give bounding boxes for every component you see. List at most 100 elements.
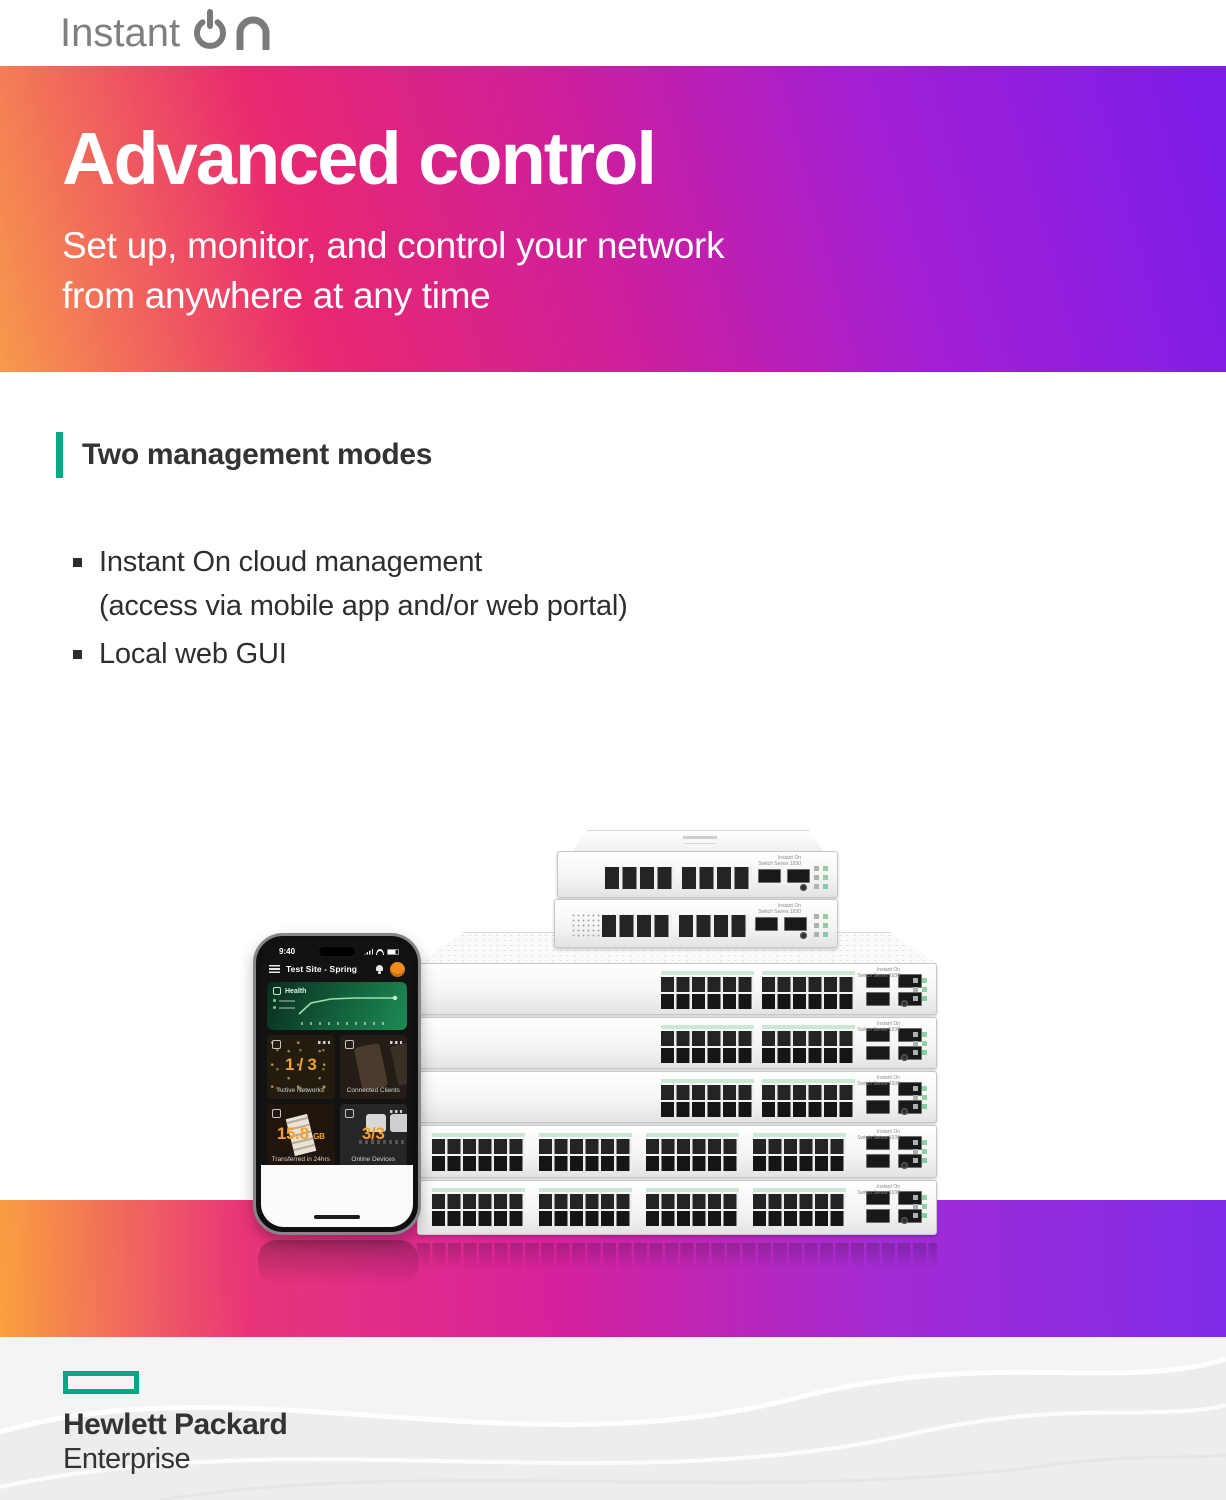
power-led-icon	[901, 1108, 908, 1115]
menu-icon[interactable]	[269, 965, 280, 973]
tile-caption: Online Devices	[351, 1156, 396, 1163]
health-card-header: Health	[273, 987, 401, 995]
health-metric-row	[273, 1006, 401, 1009]
home-indicator[interactable]	[314, 1215, 360, 1219]
instant-on-logo: Instant	[60, 6, 274, 60]
port-group	[753, 1188, 846, 1226]
port-group	[661, 1079, 754, 1117]
sfp-port	[866, 1046, 890, 1060]
bullet2-text: Local web GUI	[99, 638, 287, 670]
sfp-port	[866, 1191, 890, 1205]
bullet-square-icon	[73, 558, 82, 567]
metric-bar	[279, 1006, 295, 1009]
port-group	[646, 1133, 739, 1171]
sfp-port	[898, 1154, 922, 1168]
hpe-green-rectangle-icon	[63, 1371, 139, 1394]
features-list: Instant On cloud management (access via …	[73, 540, 1226, 676]
devices-switch-photo	[356, 1138, 407, 1146]
status-dot-icon	[273, 1006, 276, 1009]
switch-top-face	[572, 830, 824, 852]
health-chart	[298, 995, 398, 1015]
bottom-gradient-band	[0, 1200, 1226, 1337]
transfer-photo	[281, 1109, 321, 1161]
features-section: Two management modes Instant On cloud ma…	[0, 432, 1226, 680]
tile-caption: Transferred in 24hrs	[271, 1156, 330, 1163]
port-group	[762, 1079, 855, 1117]
power-led-icon	[901, 1162, 908, 1169]
status-led-icons	[823, 866, 828, 871]
sfp-port	[866, 1028, 890, 1042]
bullet-square-icon	[73, 650, 82, 659]
port-group	[682, 866, 752, 890]
features-heading: Two management modes	[82, 438, 433, 471]
status-led-icons	[922, 978, 927, 983]
instant-on-power-icon	[194, 9, 270, 50]
list-item: Local web GUI	[73, 632, 1226, 676]
port-group	[646, 1188, 739, 1226]
status-icons	[364, 948, 399, 955]
tile-transferred[interactable]: 15.8 GB Transferred in 24hrs	[267, 1104, 335, 1168]
sfp-port	[898, 1136, 922, 1150]
features-heading-row: Two management modes	[56, 432, 1226, 478]
devices-icon	[344, 1109, 354, 1118]
transfer-icon	[272, 1109, 281, 1118]
sfp-port	[898, 974, 922, 988]
power-led-icon	[800, 932, 807, 939]
hpe-logo: Hewlett Packard Enterprise	[63, 1371, 288, 1476]
sfp-port	[866, 974, 890, 988]
health-icon	[273, 987, 281, 995]
sfp-port	[758, 869, 781, 883]
tile-caption: Connected Clients	[346, 1087, 400, 1094]
footer: Hewlett Packard Enterprise	[0, 1337, 1226, 1500]
sfp-port	[898, 992, 922, 1006]
banner-subtitle-line1: Set up, monitor, and control your networ…	[62, 225, 725, 266]
port-group	[762, 1025, 855, 1063]
banner-title: Advanced control	[62, 117, 657, 200]
status-led-icons	[922, 1086, 927, 1091]
status-led-icons	[922, 1032, 927, 1037]
port-group	[539, 1133, 632, 1171]
health-metric-row	[273, 999, 401, 1002]
switch-top-print	[682, 836, 717, 839]
notifications-bell-icon[interactable]	[375, 964, 384, 974]
health-card[interactable]: Health	[267, 982, 407, 1030]
tile-active-networks[interactable]: 1 / 3 Active Networks	[267, 1035, 335, 1099]
status-led-icons	[922, 1140, 927, 1145]
avatar[interactable]	[390, 961, 405, 977]
switch-reflection	[417, 1243, 937, 1269]
sfp-port	[898, 1082, 922, 1096]
tile-online-devices[interactable]: 3/3 Online Devices	[339, 1104, 407, 1168]
tile-value: 15.8 GB	[276, 1124, 325, 1143]
devices-photo	[365, 1114, 386, 1132]
power-led-icon	[800, 884, 807, 891]
sfp-port	[866, 1100, 890, 1114]
tile-connected-clients[interactable]: Connected Clients	[339, 1035, 407, 1099]
status-led-icons	[823, 914, 828, 919]
phone-screen: 9:40 Test Site - Spring	[261, 941, 413, 1227]
wave-pattern	[0, 1337, 1226, 1500]
dashboard-tiles: 1 / 3 Active Networks Connected Clients	[267, 1035, 407, 1168]
tile-indicator-dots	[390, 1110, 402, 1113]
sfp-port	[787, 869, 810, 883]
port-group	[605, 866, 675, 890]
sfp-port	[784, 917, 807, 931]
port-group	[661, 1025, 754, 1063]
sfp-port	[755, 917, 778, 931]
port-group	[661, 971, 754, 1009]
hpe-company-name-line2: Enterprise	[63, 1443, 191, 1475]
power-led-icon	[901, 1217, 908, 1224]
tile-indicator-dots	[390, 1041, 402, 1044]
